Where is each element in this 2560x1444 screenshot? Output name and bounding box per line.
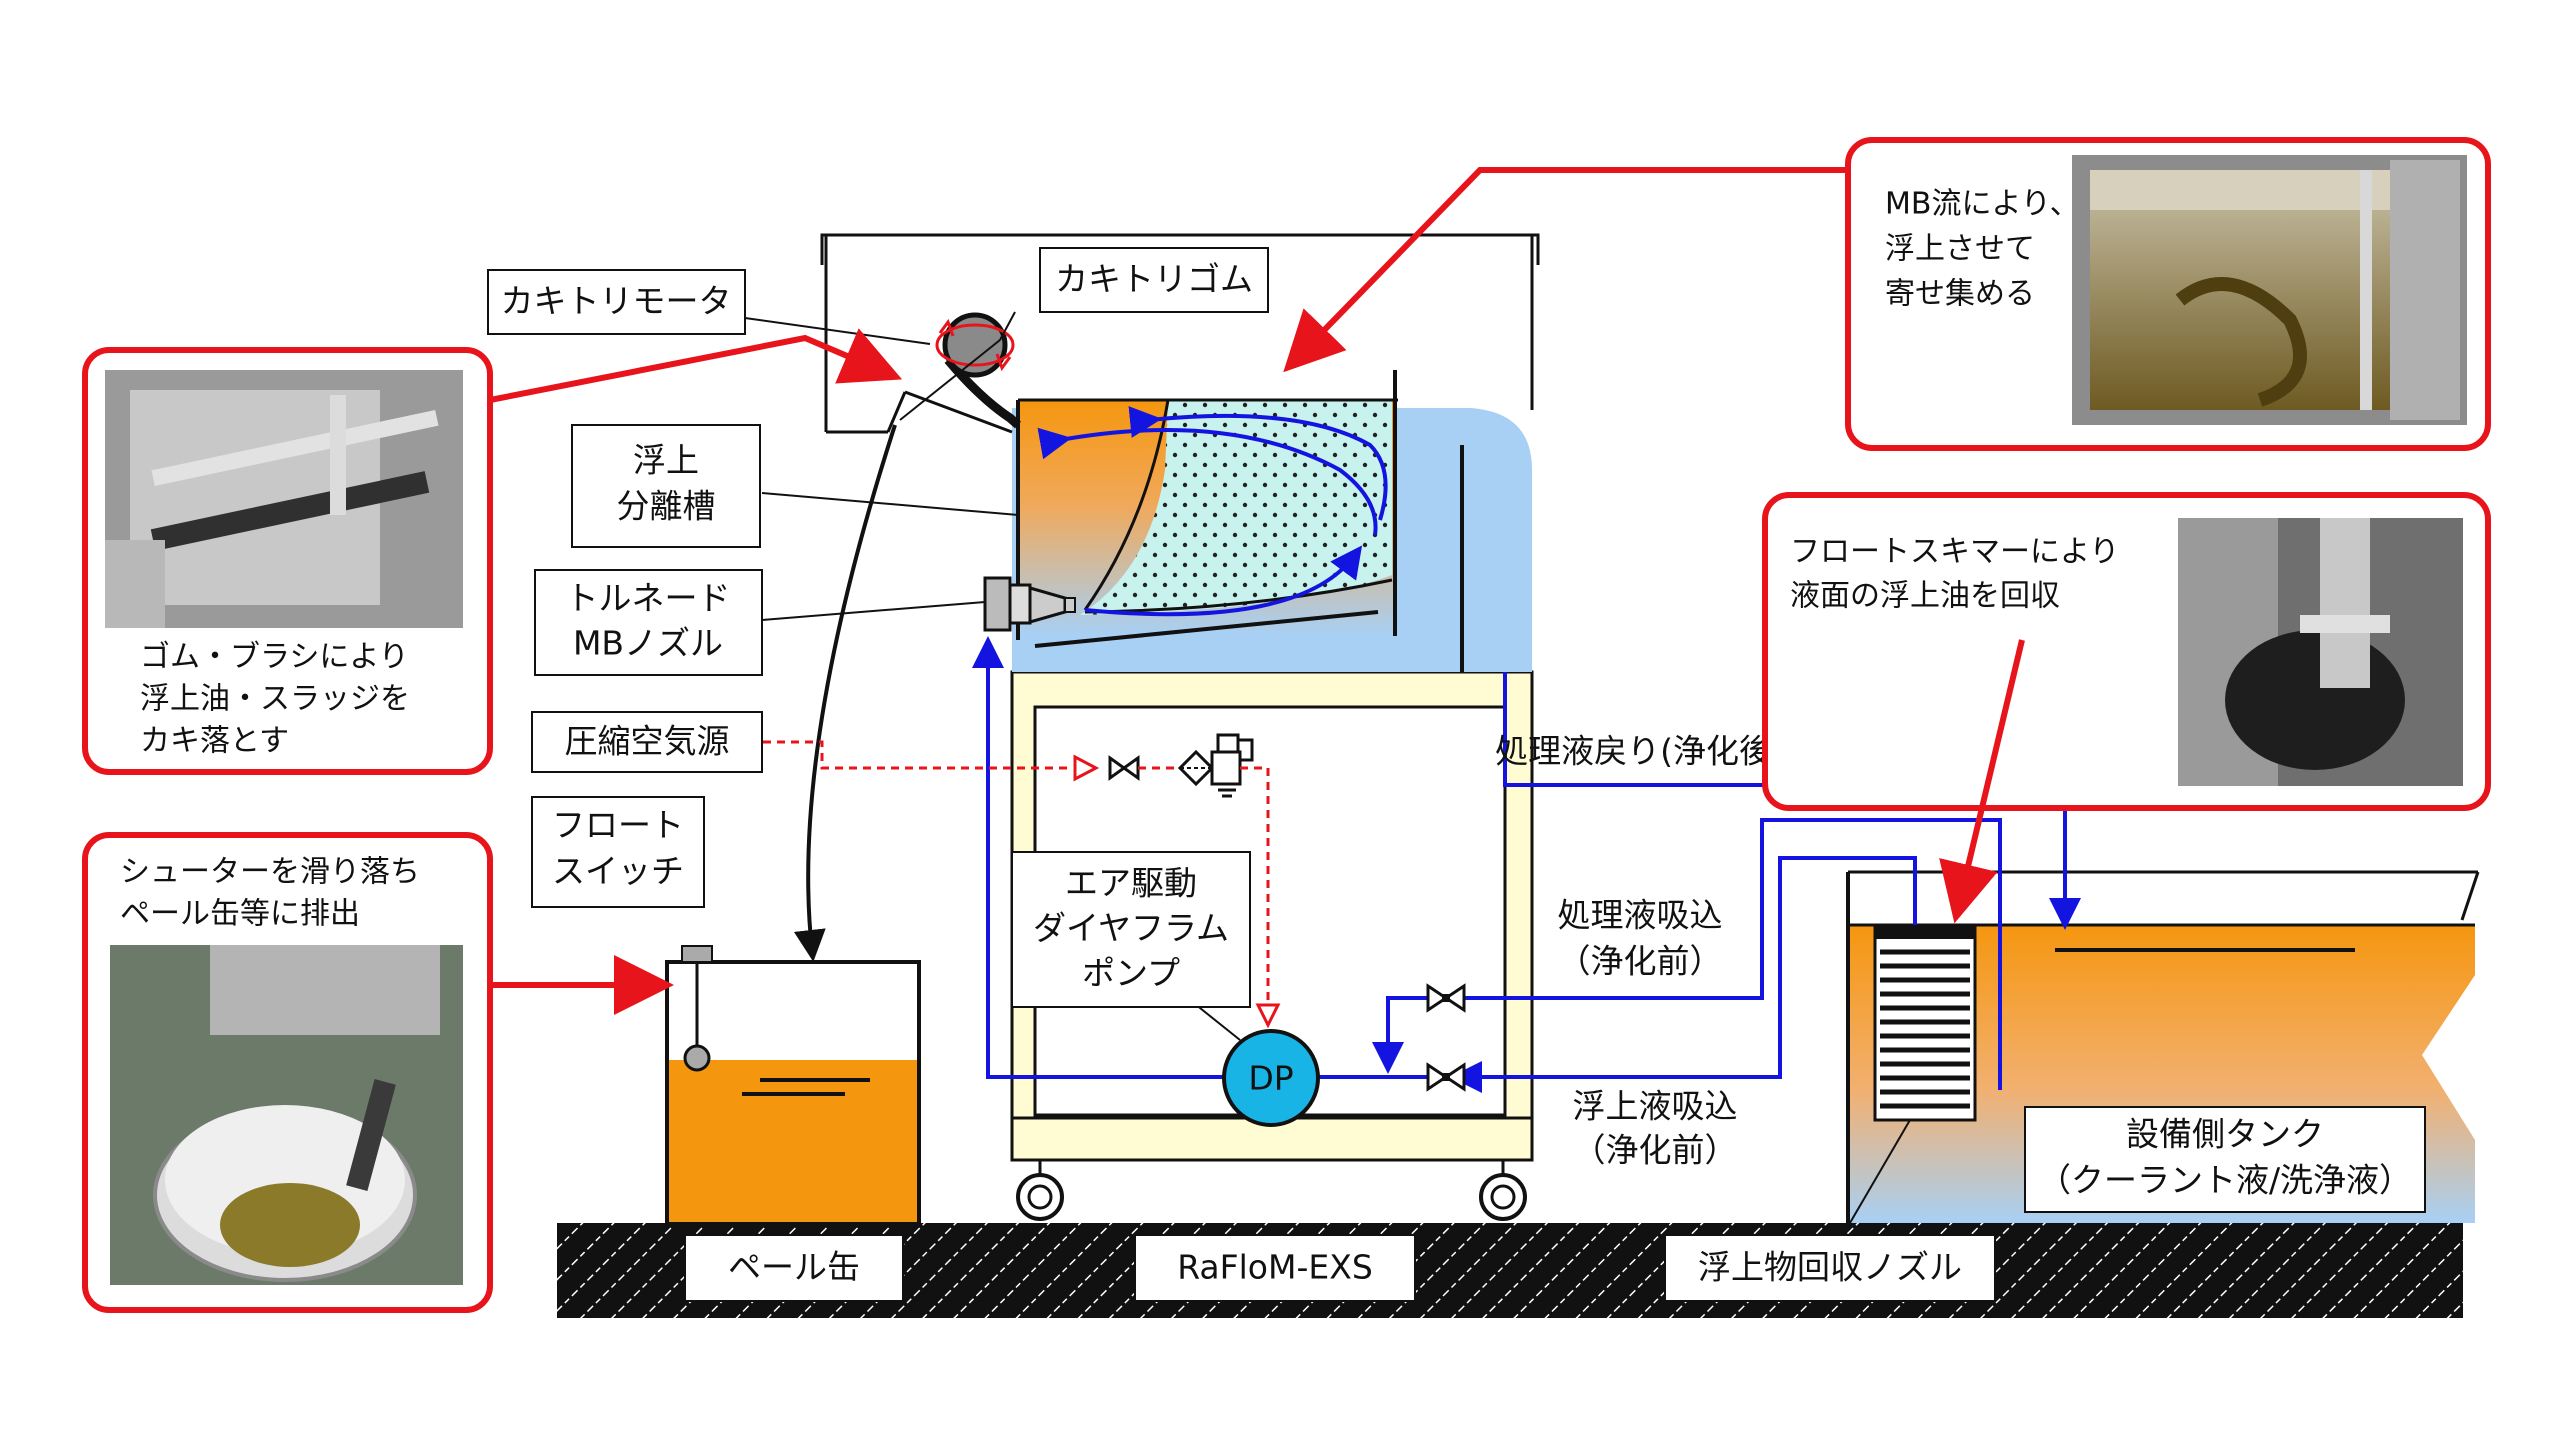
label-equipment-tank: 設備側タンク （クーラント液/洗浄液）: [2024, 1106, 2426, 1213]
svg-text:（クーラント液/洗浄液）: （クーラント液/洗浄液）: [2038, 1161, 2412, 1200]
tornado-nozzle: [983, 576, 1076, 632]
svg-text:設備側タンク: 設備側タンク: [2126, 1115, 2324, 1154]
label-intake-2: （浄化前）: [1558, 942, 1723, 981]
label-return-line: 処理液戻り(浄化後): [1495, 732, 1785, 771]
label-scraper-rubber: カキトリゴム: [1039, 247, 1269, 313]
diaphragm-pump: DP: [1222, 1029, 1320, 1127]
arrow-skimmer: [1939, 639, 2025, 924]
float-skimmer-nozzle: [1873, 923, 1977, 1122]
photo-skimmer: [2178, 518, 2463, 786]
label-float-intake-2: （浄化前）: [1573, 1131, 1738, 1170]
flotation-tank: [1012, 370, 1532, 672]
svg-text:MB流により、: MB流により、: [1885, 187, 2080, 222]
svg-text:トルネード: トルネード: [566, 579, 731, 618]
label-flotation-tank: 浮上 分離槽: [571, 424, 761, 548]
svg-text:フロート: フロート: [552, 806, 684, 845]
arrow-brush: [489, 328, 903, 403]
arrow-mb: [1283, 167, 1848, 373]
pail-can: [665, 945, 921, 1226]
svg-text:エア駆動: エア駆動: [1065, 864, 1197, 903]
svg-text:カキトリモータ: カキトリモータ: [501, 282, 732, 321]
label-float-intake-1: 浮上液吸込: [1573, 1087, 1738, 1126]
photo-brush: [105, 370, 463, 628]
svg-text:スイッチ: スイッチ: [552, 852, 684, 891]
svg-text:シューターを滑り落ち: シューターを滑り落ち: [120, 855, 420, 890]
label-intake-1: 処理液吸込: [1558, 896, 1723, 935]
svg-text:カキトリゴム: カキトリゴム: [1055, 260, 1253, 299]
photo-chute: [110, 945, 463, 1285]
label-pail: ペール缶: [684, 1234, 904, 1302]
svg-text:浮上物回収ノズル: 浮上物回収ノズル: [1698, 1248, 1962, 1287]
label-tornado-nozzle: トルネード MBノズル: [534, 569, 763, 676]
label-pump: エア駆動 ダイヤフラム ポンプ: [1011, 851, 1251, 1008]
label-product: RaFloM-EXS: [1134, 1234, 1416, 1302]
callout-mb: MB流により、 浮上させて 寄せ集める: [1845, 137, 2491, 451]
svg-text:RaFloM-EXS: RaFloM-EXS: [1177, 1248, 1373, 1287]
svg-text:ペール缶: ペール缶: [728, 1248, 860, 1287]
valve-top: [1426, 983, 1466, 1013]
photo-mb: [2072, 155, 2467, 425]
label-scraper-motor: カキトリモータ: [487, 269, 746, 335]
svg-text:カキ落とす: カキ落とす: [140, 724, 289, 759]
valve-bottom: [1426, 1062, 1466, 1092]
label-air-source: 圧縮空気源: [531, 711, 763, 773]
scraper-housing: [820, 233, 1540, 434]
callout-skimmer: フロートスキマーにより 液面の浮上油を回収: [1762, 492, 2491, 811]
svg-text:ペール缶等に排出: ペール缶等に排出: [120, 897, 360, 932]
svg-text:ポンプ: ポンプ: [1082, 954, 1180, 993]
float-ball: [683, 1044, 711, 1072]
chute-path: [793, 424, 897, 962]
air-line: [763, 733, 1281, 1029]
svg-text:圧縮空気源: 圧縮空気源: [565, 722, 730, 761]
svg-text:浮上させて: 浮上させて: [1885, 232, 2035, 267]
callout-brush: ゴム・ブラシにより 浮上油・スラッジを カキ落とす: [82, 347, 493, 775]
svg-text:浮上油・スラッジを: 浮上油・スラッジを: [140, 682, 410, 717]
dp-label: DP: [1248, 1059, 1293, 1098]
svg-text:寄せ集める: 寄せ集める: [1885, 277, 2035, 312]
callout-chute: シューターを滑り落ち ペール缶等に排出: [82, 832, 493, 1313]
label-collection-nozzle: 浮上物回収ノズル: [1664, 1234, 1996, 1302]
svg-text:ゴム・ブラシにより: ゴム・ブラシにより: [140, 640, 409, 675]
svg-text:液面の浮上油を回収: 液面の浮上油を回収: [1790, 579, 2060, 614]
svg-text:分離槽: 分離槽: [617, 487, 716, 526]
scraper-motor: [935, 312, 1021, 429]
svg-text:フロートスキマーにより: フロートスキマーにより: [1790, 535, 2119, 570]
svg-text:ダイヤフラム: ダイヤフラム: [1033, 909, 1229, 948]
label-float-switch: フロート スイッチ: [531, 796, 705, 908]
svg-text:浮上: 浮上: [633, 441, 699, 480]
svg-text:MBノズル: MBノズル: [573, 624, 723, 663]
